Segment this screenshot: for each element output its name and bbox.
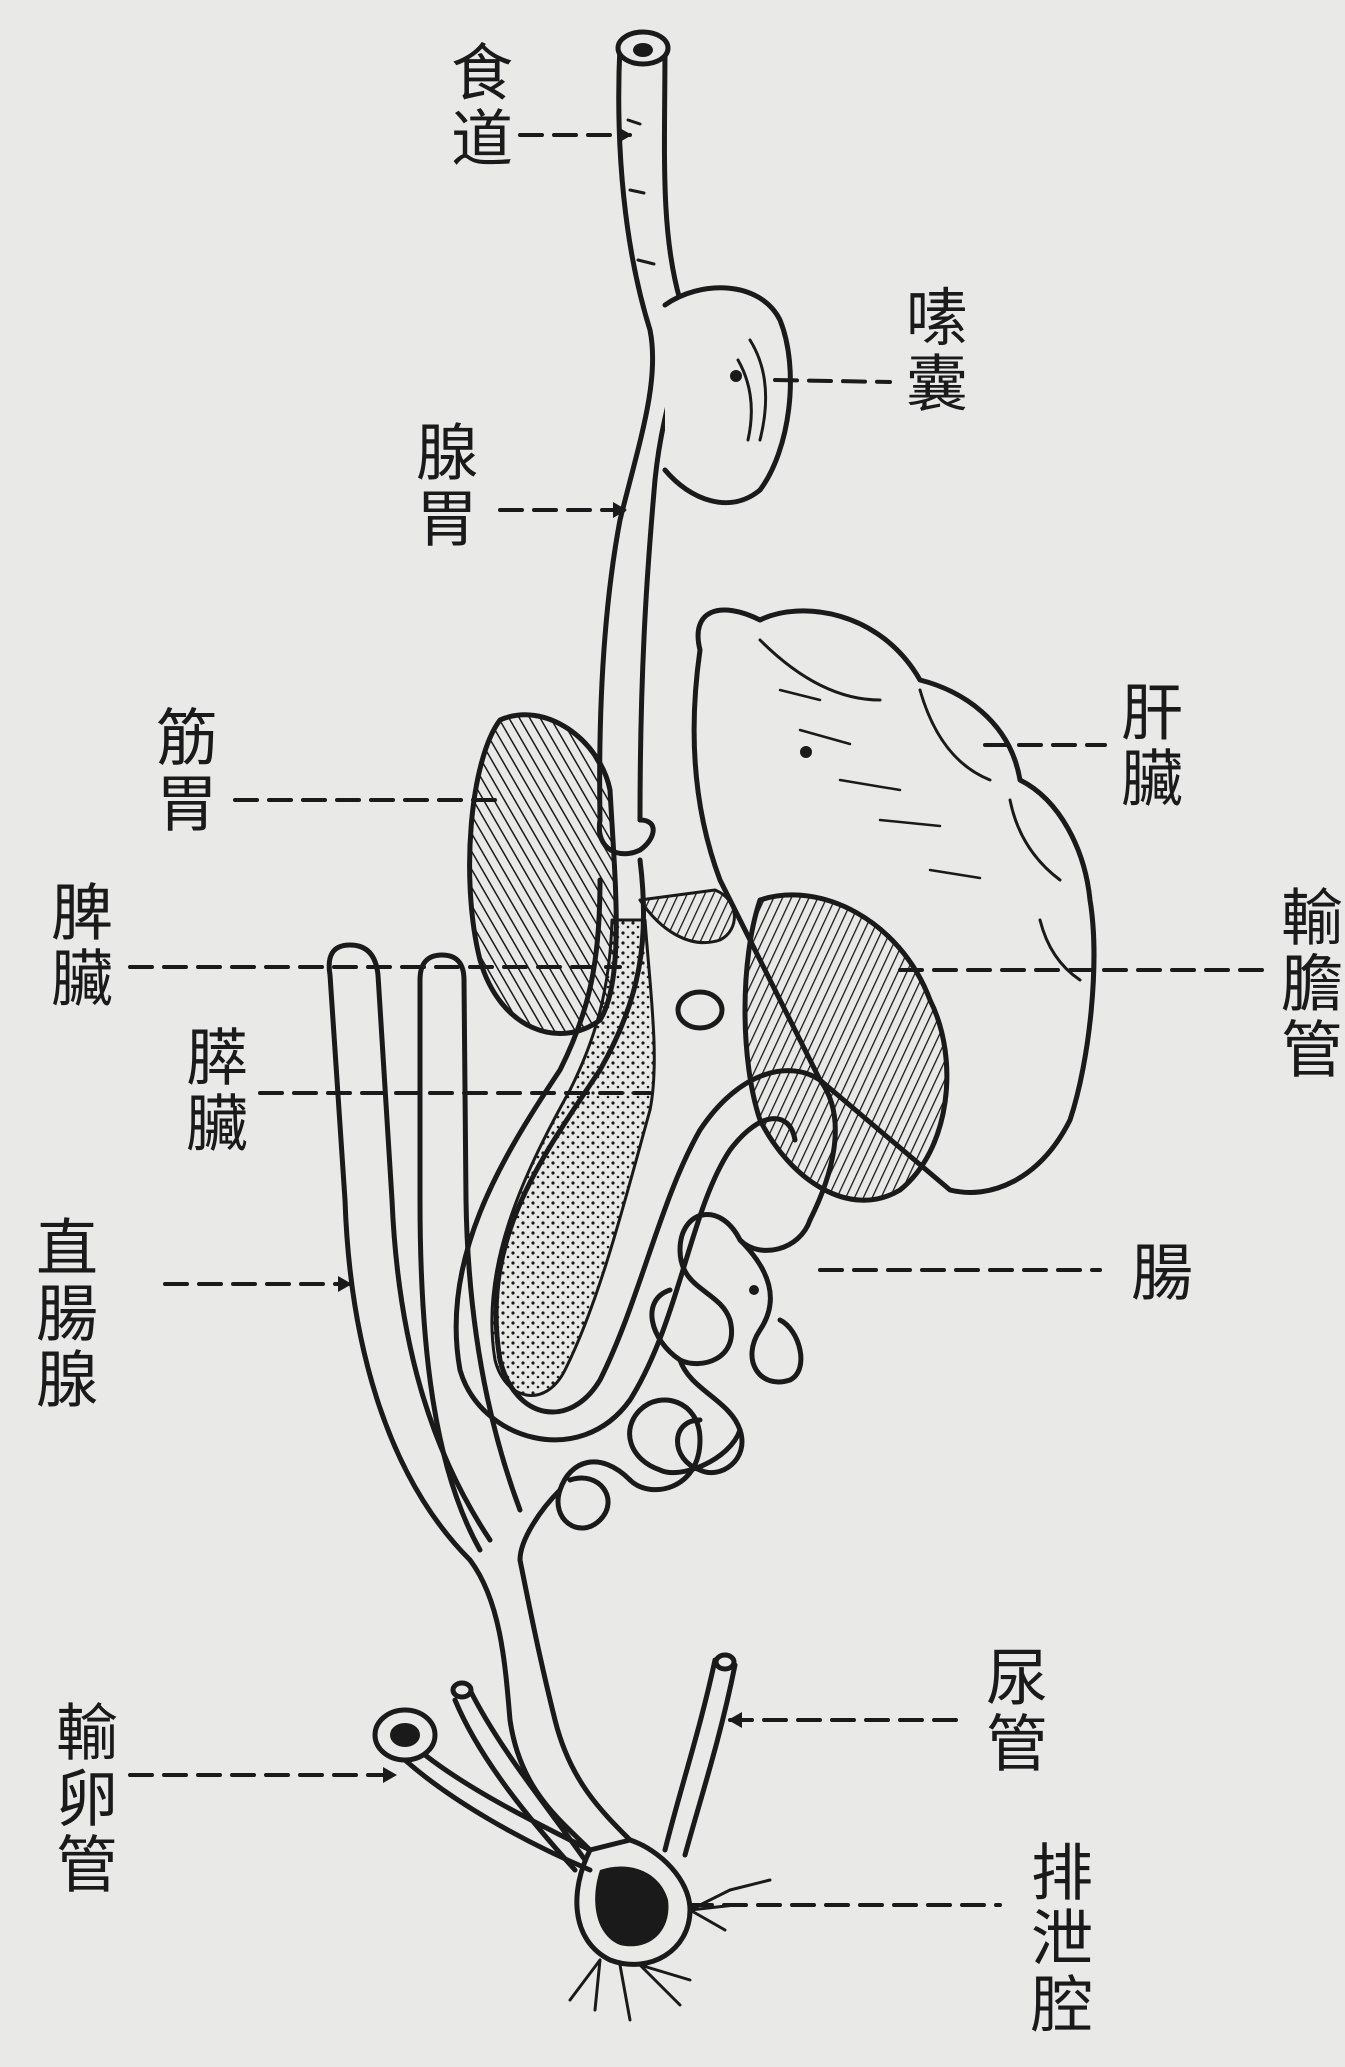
liver-shape: [694, 610, 1094, 1200]
label-proventriculus: 腺胃: [410, 420, 472, 552]
gizzard-shape: [470, 715, 617, 1034]
label-gizzard: 筋胃: [150, 705, 212, 837]
label-cloaca: 排泄腔: [1025, 1840, 1087, 2038]
label-rectal-gland: 直腸腺: [30, 1215, 92, 1413]
crop-shape: [665, 288, 790, 503]
label-crop: 嗉囊: [900, 285, 962, 417]
label-bile-duct: 輸膽管: [1275, 885, 1337, 1083]
label-oviduct: 輸卵管: [50, 1700, 112, 1898]
ureter-shape: [453, 1655, 735, 1870]
label-spleen: 脾臟: [45, 880, 107, 1012]
label-pancreas: 膵臟: [180, 1025, 242, 1157]
label-ureter: 尿管: [980, 1645, 1042, 1777]
label-intestine: 腸: [1125, 1240, 1187, 1306]
rectum-shape: [470, 1560, 630, 1850]
label-esophagus: 食道: [445, 40, 507, 172]
rectal-gland-caeca: [329, 945, 520, 1560]
cloaca-shape: [570, 1840, 770, 2020]
spleen-shape: [640, 890, 734, 1028]
label-liver: 肝臟: [1115, 680, 1177, 812]
